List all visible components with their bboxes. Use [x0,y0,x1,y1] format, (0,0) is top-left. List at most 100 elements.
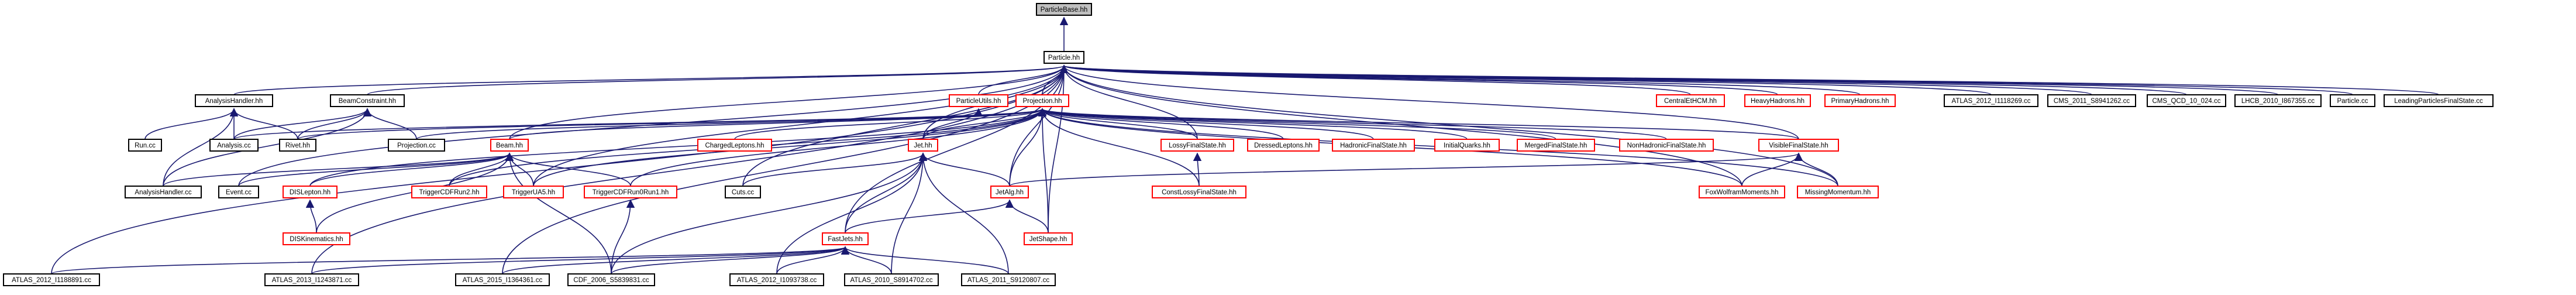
graph-node-projection-cc[interactable]: Projection.cc [388,139,445,152]
node-label: InitialQuarks.hh [1444,142,1490,149]
graph-node-triggercdfrun0run1-hh[interactable]: TriggerCDFRun0Run1.hh [584,186,677,198]
node-label: HadronicFinalState.hh [1340,142,1407,149]
graph-node-atlas-2010-s8914702[interactable]: ATLAS_2010_S8914702.cc [844,273,939,286]
node-label: Projection.hh [1022,98,1062,105]
graph-node-jetshape-hh[interactable]: JetShape.hh [1024,232,1073,245]
graph-node-initialquarks-hh[interactable]: InitialQuarks.hh [1434,139,1500,152]
node-box [1160,139,1234,152]
graph-node-beam-hh[interactable]: Beam.hh [490,139,529,152]
graph-node-particle-cc[interactable]: Particle.cc [2330,94,2375,107]
graph-node-atlas-2011-s9120807[interactable]: ATLAS_2011_S9120807.cc [961,273,1056,286]
dependency-edge [841,246,1009,275]
dependency-edge [1038,108,1468,140]
node-label: ATLAS_2015_I1364361.cc [463,277,543,284]
graph-node-mergedfinalstate-hh[interactable]: MergedFinalState.hh [1517,139,1595,152]
dependency-edge [922,108,983,140]
node-label: AnalysisHandler.hh [205,98,263,105]
graph-node-analysishandler-hh[interactable]: AnalysisHandler.hh [195,94,273,107]
graph-node-centraletcm-hh[interactable]: CentralEtHCM.hh [1656,94,1725,107]
node-label: ATLAS_2012_I1188891.cc [12,277,91,284]
graph-node-cdf-2006-s5839831[interactable]: CDF_2006_S5839831.cc [567,273,655,286]
graph-node-beamconstraint-hh[interactable]: BeamConstraint.hh [330,94,405,107]
graph-node-heavyhadrons-hh[interactable]: HeavyHadrons.hh [1744,94,1811,107]
graph-node-atlas-2012-i1188891[interactable]: ATLAS_2012_I1188891.cc [3,273,100,286]
graph-node-diskinematics-hh[interactable]: DISKinematics.hh [283,232,350,245]
dependency-edge [734,108,1046,140]
graph-node-analysis-cc[interactable]: Analysis.cc [209,139,259,152]
node-label: MissingMomentum.hh [1805,189,1871,196]
dependency-edge [630,108,1047,187]
graph-node-visiblefinalstate-hh[interactable]: VisibleFinalState.hh [1758,139,1839,152]
graph-node-jet-hh[interactable]: Jet.hh [908,139,938,152]
dependency-edge [163,108,372,187]
node-label: ChargedLeptons.hh [705,142,764,149]
graph-node-analysishandler-cc[interactable]: AnalysisHandler.cc [125,186,202,198]
dependency-edge [1038,108,1374,140]
dependency-edge [845,199,1014,234]
node-box [1517,139,1595,152]
graph-node-lossyfinalstate-hh[interactable]: LossyFinalState.hh [1160,139,1234,152]
node-label: ATLAS_2012_I1093738.cc [737,277,817,284]
node-label: BeamConstraint.hh [339,98,396,105]
dependency-edge [533,64,1069,187]
graph-node-atlas-2012-i1093738[interactable]: ATLAS_2012_I1093738.cc [729,273,824,286]
graph-node-run-cc[interactable]: Run.cc [128,139,162,152]
node-label: TriggerUA5.hh [512,189,555,196]
node-box [330,94,405,107]
node-box [411,186,487,198]
graph-node-hadronicfinalstate-hh[interactable]: HadronicFinalState.hh [1332,139,1415,152]
node-box [1944,94,2038,107]
graph-node-dressedleptons-hh[interactable]: DressedLeptons.hh [1247,139,1320,152]
graph-node-chargedleptons-hh[interactable]: ChargedLeptons.hh [697,139,772,152]
graph-node-atlas-2013-i1243871[interactable]: ATLAS_2013_I1243871.cc [264,273,359,286]
graph-node-fastjets-hh[interactable]: FastJets.hh [822,232,869,245]
node-box [490,139,529,152]
graph-node-cms-2011-s8941262[interactable]: CMS_2011_S8941262.cc [2047,94,2136,107]
graph-node-projection-hh[interactable]: Projection.hh [1015,94,1069,107]
dependency-edge [238,152,514,187]
graph-node-jetalg-hh[interactable]: JetAlg.hh [990,186,1029,198]
node-label: CDF_2006_S5839831.cc [573,277,649,284]
node-label: DressedLeptons.hh [1254,142,1313,149]
graph-node-triggercdfrun2-hh[interactable]: TriggerCDFRun2.hh [411,186,487,198]
graph-node-particle-hh[interactable]: Particle.hh [1044,51,1084,64]
node-box [2147,94,2226,107]
node-label: PrimaryHadrons.hh [1831,98,1889,105]
graph-node-cuts-cc[interactable]: Cuts.cc [725,186,761,198]
node-box [990,186,1029,198]
graph-node-primaryhadrons-hh[interactable]: PrimaryHadrons.hh [1824,94,1896,107]
node-box [3,273,100,286]
graph-node-triggerua5-hh[interactable]: TriggerUA5.hh [503,186,564,198]
dependency-edge [1009,152,1803,187]
node-label: CentralEtHCM.hh [1664,98,1717,105]
dependency-edge [1048,64,1069,234]
node-label: DISKinematics.hh [290,236,343,243]
graph-node-lhcb-2010-i867355[interactable]: LHCB_2010_I867355.cc [2234,94,2322,107]
node-box [2234,94,2322,107]
node-label: Cuts.cc [732,189,755,196]
node-label: Jet.hh [914,142,932,149]
graph-node-atlas-2012-i1118269[interactable]: ATLAS_2012_I1118269.cc [1944,94,2038,107]
dependency-edge [742,152,928,187]
node-box [218,186,259,198]
graph-node-missingmomentum-hh[interactable]: MissingMomentum.hh [1797,186,1879,198]
node-box [1332,139,1415,152]
graph-node-nonhadronicfinalstate-hh[interactable]: NonHadronicFinalState.hh [1619,139,1714,152]
graph-node-dislepton-hh[interactable]: DISLepton.hh [283,186,338,198]
graph-node-rivet-hh[interactable]: Rivet.hh [279,139,316,152]
graph-node-cms-qcd-10-024[interactable]: CMS_QCD_10_024.cc [2147,94,2226,107]
graph-node-atlas-2015-i1364361[interactable]: ATLAS_2015_I1364361.cc [455,273,550,286]
graph-node-constlossyfinalstate-hh[interactable]: ConstLossyFinalState.hh [1152,186,1246,198]
graph-node-leadingparticlesfinalstate-cc[interactable]: LeadingParticlesFinalState.cc [2384,94,2494,107]
graph-node-particleutils-hh[interactable]: ParticleUtils.hh [949,94,1008,107]
node-label: Beam.hh [496,142,523,149]
dependency-edge [611,246,849,275]
graph-node-foxwolframmoments-hh[interactable]: FoxWolframMoments.hh [1699,186,1785,198]
node-label: ConstLossyFinalState.hh [1162,189,1237,196]
dependency-edge [163,152,514,187]
node-label: NonHadronicFinalState.hh [1627,142,1706,149]
dependency-edge [1059,64,1198,140]
graph-node-event-cc[interactable]: Event.cc [218,186,259,198]
node-label: ATLAS_2012_I1118269.cc [1952,98,2031,105]
node-box [1044,51,1084,64]
